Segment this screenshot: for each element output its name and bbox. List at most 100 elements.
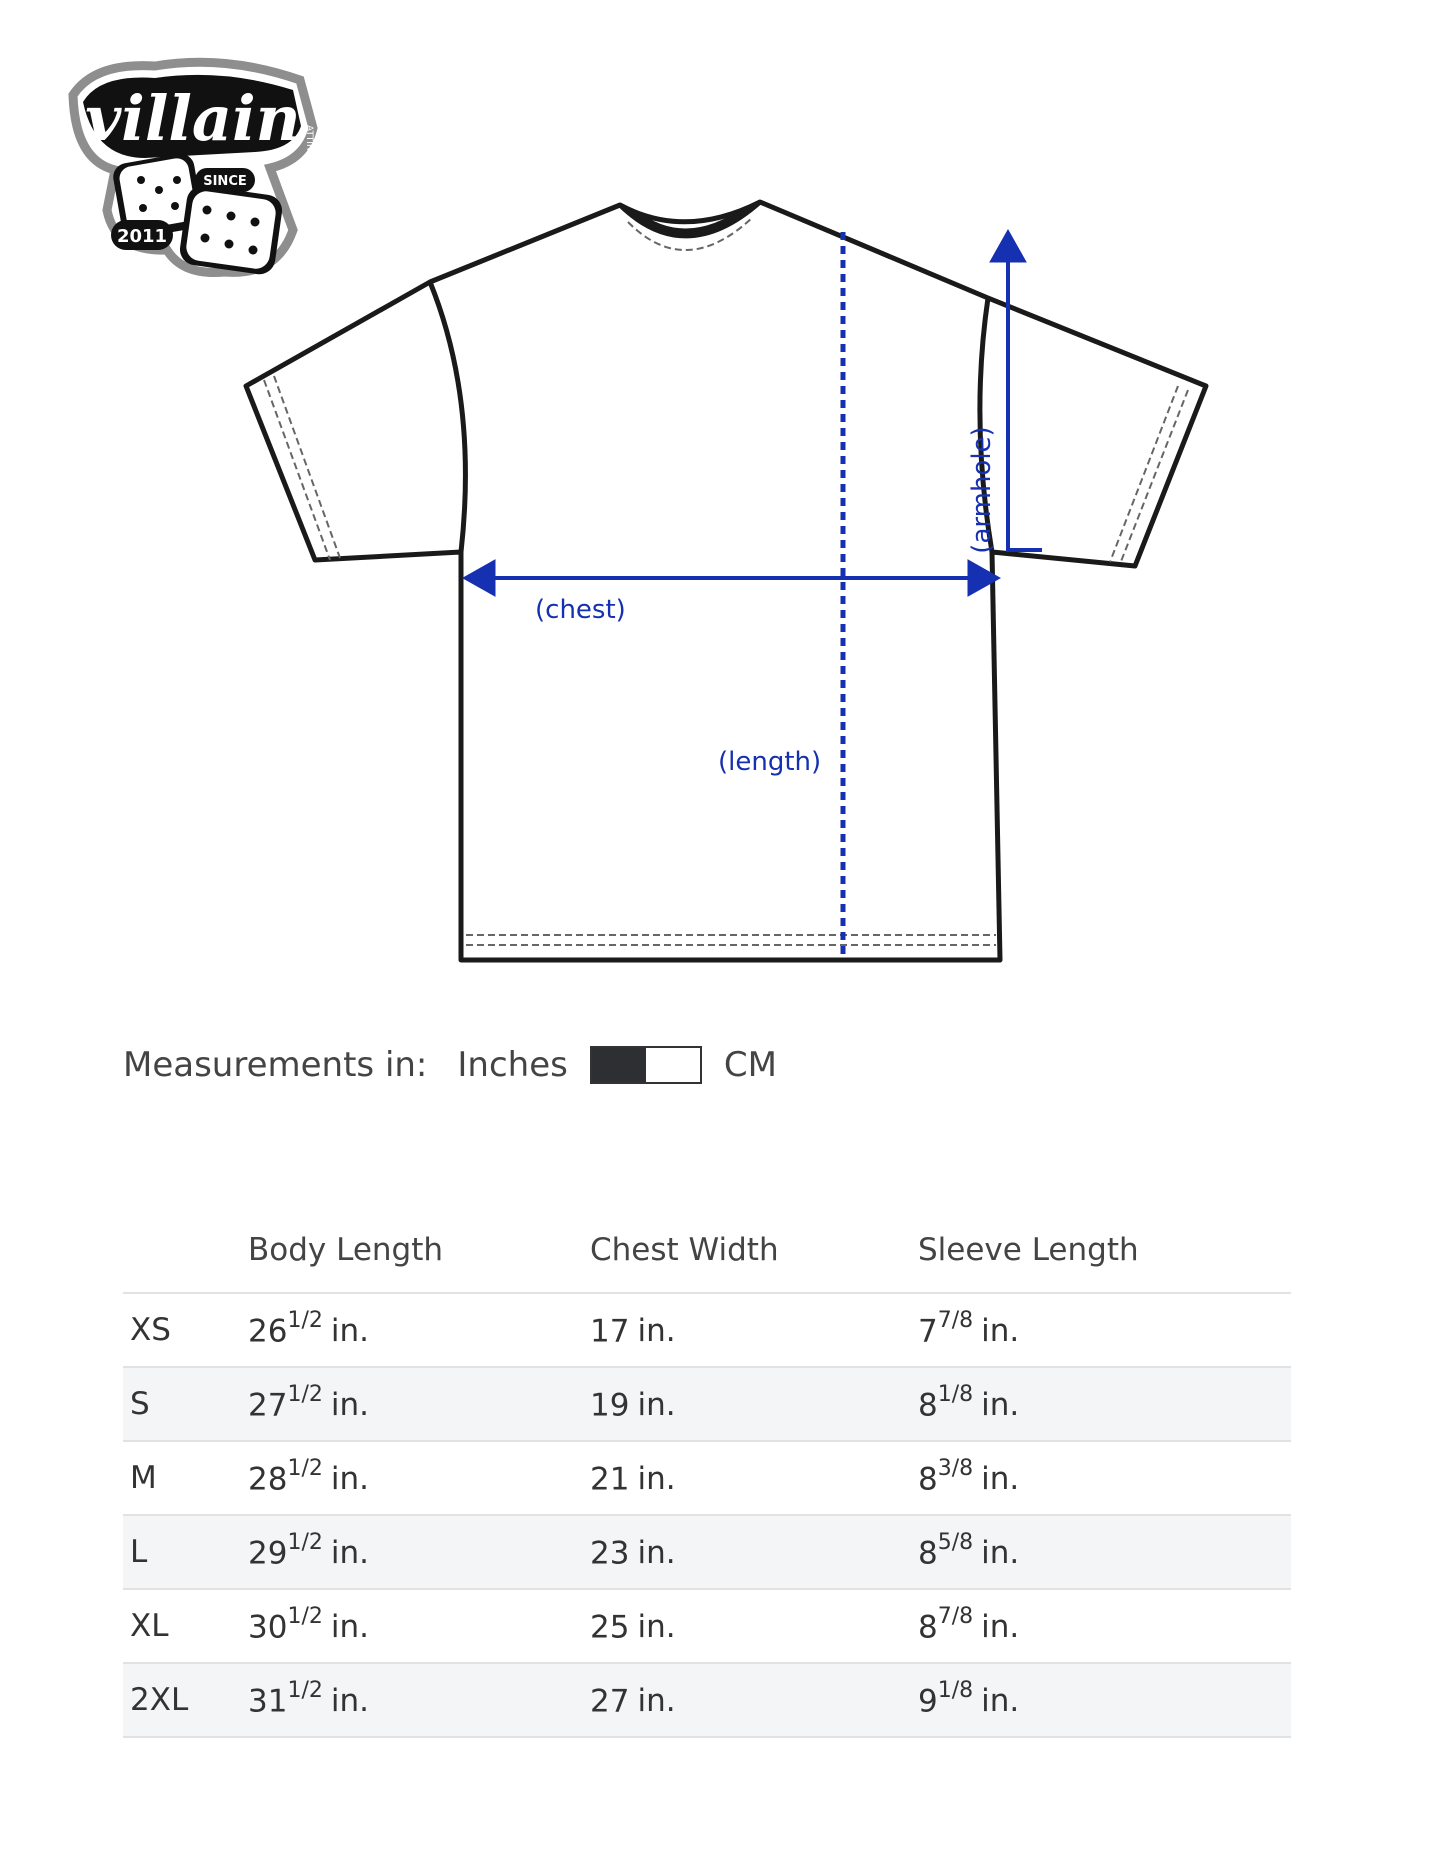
villain-logo: villain ATTIRE 2011 SINCE (68, 57, 318, 278)
collar-inner (633, 205, 749, 234)
size-label: XS (130, 1312, 171, 1348)
armhole-arrow-up-icon (989, 228, 1027, 263)
size-label: 2XL (130, 1682, 189, 1718)
armhole-label: (armhole) (967, 426, 997, 553)
left-cuff-stitch-1 (263, 379, 331, 561)
since-badge (195, 168, 255, 192)
logo-wordmark-backing (83, 74, 301, 158)
measure-unit: in. (330, 1683, 369, 1720)
measure-unit: in. (981, 1387, 1020, 1424)
size-label: S (130, 1386, 150, 1422)
collar-stitch (627, 217, 753, 251)
measure-whole: 8 (918, 1535, 938, 1572)
measure-fraction: 3/8 (937, 1455, 974, 1481)
size-label: XL (130, 1608, 169, 1644)
measure-fraction: 1/2 (287, 1603, 323, 1629)
body-length-cell: 291/2 in. (248, 1515, 590, 1590)
measure-whole: 26 (248, 1313, 288, 1350)
size-cell: XL (123, 1589, 248, 1664)
dice-right-icon (179, 185, 283, 275)
chest-arrow-right-icon (967, 559, 1002, 597)
tshirt-diagram: (chest) (length) (armhole) (243, 199, 1209, 963)
logo-tagline: ATTIRE (304, 125, 314, 156)
chest-label: (chest) (535, 595, 626, 625)
units-toggle-row: Measurements in: Inches CM (123, 1035, 777, 1095)
measure-whole: 25 (590, 1609, 630, 1646)
collar-outer (618, 200, 762, 239)
measure-unit: in. (637, 1387, 676, 1424)
size-cell: L (123, 1515, 248, 1590)
measure-whole: 17 (590, 1313, 630, 1350)
measure-unit: in. (981, 1461, 1020, 1498)
measure-unit: in. (637, 1461, 676, 1498)
measure-unit: in. (981, 1535, 1020, 1572)
size-cell: 2XL (123, 1663, 248, 1738)
right-cuff-stitch-2 (1109, 385, 1179, 563)
sleeve-length-cell: 91/8 in. (918, 1663, 1291, 1738)
units-switch[interactable] (589, 1046, 702, 1084)
measure-whole: 8 (918, 1461, 938, 1498)
measure-whole: 27 (248, 1387, 288, 1424)
measure-whole: 29 (248, 1535, 288, 1572)
measure-fraction: 5/8 (937, 1529, 974, 1555)
measure-fraction: 7/8 (937, 1603, 974, 1629)
measure-unit: in. (981, 1609, 1020, 1646)
units-switch-track (645, 1048, 700, 1082)
measure-unit: in. (330, 1387, 369, 1424)
measure-whole: 8 (918, 1609, 938, 1646)
header-sleeve-length: Sleeve Length (918, 1232, 1291, 1294)
size-cell: XS (123, 1293, 248, 1368)
size-label: M (130, 1460, 157, 1496)
measure-unit: in. (637, 1683, 676, 1720)
size-label: L (130, 1534, 148, 1570)
measure-whole: 23 (590, 1535, 630, 1572)
measure-whole: 8 (918, 1387, 938, 1424)
measure-whole: 7 (918, 1313, 938, 1350)
measure-whole: 27 (590, 1683, 630, 1720)
armhole-measure-line (1006, 262, 1042, 552)
dice-left-icon (113, 153, 203, 239)
measure-whole: 9 (918, 1683, 938, 1720)
measure-whole: 31 (248, 1683, 288, 1720)
inches-option[interactable]: Inches (457, 1045, 568, 1085)
measure-unit: in. (637, 1535, 676, 1572)
right-sleeve-seam (977, 297, 995, 553)
table-header-row: Body Length Chest Width Sleeve Length (123, 1232, 1291, 1294)
cm-option[interactable]: CM (723, 1045, 777, 1085)
measure-fraction: 1/2 (287, 1455, 323, 1481)
logo-since: SINCE (203, 174, 247, 189)
measure-unit: in. (330, 1461, 369, 1498)
chest-arrow-left-icon (461, 559, 496, 597)
measure-whole: 21 (590, 1461, 630, 1498)
measure-fraction: 7/8 (937, 1307, 974, 1333)
measure-unit: in. (637, 1609, 676, 1646)
header-size (123, 1232, 248, 1294)
year-badge (111, 220, 173, 250)
measurements-label: Measurements in: (123, 1045, 428, 1085)
sleeve-length-cell: 83/8 in. (918, 1441, 1291, 1516)
left-cuff-stitch-2 (273, 375, 341, 559)
sleeve-length-cell: 85/8 in. (918, 1515, 1291, 1590)
measure-unit: in. (330, 1535, 369, 1572)
measure-unit: in. (981, 1683, 1020, 1720)
tshirt-outline (243, 199, 1209, 963)
measure-fraction: 1/8 (937, 1677, 974, 1703)
size-cell: M (123, 1441, 248, 1516)
measure-fraction: 1/2 (287, 1529, 323, 1555)
size-cell: S (123, 1367, 248, 1442)
